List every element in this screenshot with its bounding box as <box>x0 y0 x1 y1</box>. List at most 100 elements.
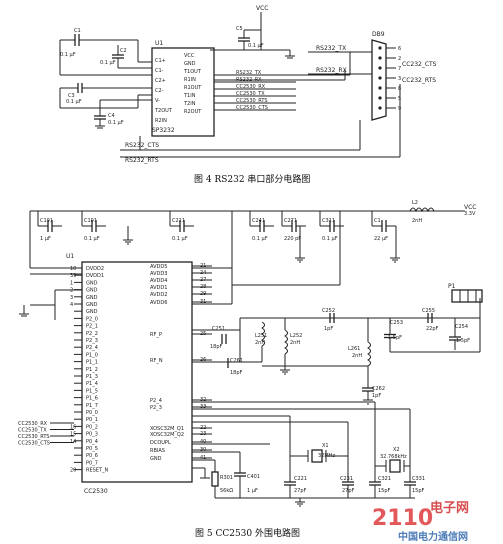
rf-ref: L251 <box>255 333 267 339</box>
fig4-c3-value: 0.1 μF <box>66 99 82 105</box>
fig4-c3-label: C3 <box>68 93 75 99</box>
fig5-pin-number: 16 <box>70 424 76 430</box>
fig5-left-pin-labels: DVDD210DVDD139GND1GND2GND3GND4GNDP2_0P2_… <box>18 266 109 474</box>
fig4-net-tx: RS232_TX <box>316 45 346 52</box>
bottom-value: 15pF <box>378 488 391 494</box>
fig5-pin-right: AVDD5 <box>150 264 167 270</box>
fig5-pin-right: RF_N <box>150 358 163 364</box>
rf-value: 1pF <box>324 326 333 332</box>
fig5-ic-name: CC2530 <box>84 488 108 495</box>
fig5-pin-right: P2_4 <box>150 398 162 404</box>
cap-value: 0.1 μF <box>172 236 188 242</box>
cap-value: 0.1 μF <box>84 236 100 242</box>
fig4-db9-label: DB9 <box>372 31 385 38</box>
bottom-ref: C331 <box>412 476 425 482</box>
fig4-net-label: RS232_TX <box>236 70 262 76</box>
fig4-c2-label: C2 <box>120 48 127 54</box>
l251-inductor <box>261 321 265 347</box>
fig5-pin-left: P0_0 <box>86 410 98 416</box>
fig4-net-label: CC2530_TX <box>236 91 265 97</box>
fig5-x2-label: X2 <box>393 447 400 453</box>
cap-ref: C1 <box>374 218 381 224</box>
fig5-pin-right: GND <box>150 456 162 462</box>
fig4-pin-right: R2OUT <box>184 109 202 115</box>
db9-pin-number: 8 <box>398 86 401 92</box>
db9-pin <box>378 66 382 70</box>
bottom-ref: C401 <box>247 474 260 480</box>
fig4-ic-ref: U1 <box>155 40 163 47</box>
cap-value: 0.1 μF <box>252 236 268 242</box>
fig5-rf-components: C25118pFC26118pFL2512nHL2522nHC2521pFL26… <box>210 308 481 405</box>
fig4-c5-label: C5 <box>236 26 243 32</box>
rf-ref: C254 <box>455 324 468 330</box>
fig5-pin-number: 3 <box>70 295 73 301</box>
db9-pin-number: 5 <box>398 96 401 102</box>
db9-pin-number: 3 <box>398 76 401 82</box>
bottom-ref: C321 <box>378 476 391 482</box>
fig5-pin-left: P1_6 <box>86 396 98 402</box>
rf-ref: C251 <box>212 326 225 332</box>
fig5-pin-left: P1_2 <box>86 367 98 373</box>
fig4-c1-label: C1 <box>74 28 81 34</box>
db9-pin <box>378 56 382 60</box>
bottom-value: 56kΩ <box>220 488 233 494</box>
fig4-pin-left: C1- <box>155 68 164 74</box>
fig5-pin-left: P1_5 <box>86 388 98 394</box>
fig4-pin-left: C1+ <box>155 58 166 64</box>
fig4-pin-right: VCC <box>184 53 195 59</box>
db9-connector <box>371 39 387 121</box>
fig4-pin-left: R2IN <box>155 118 167 124</box>
fig5-pin-right: XOSC32M_Q2 <box>150 432 184 438</box>
fig5-net-label: CC2530_RX <box>18 421 48 427</box>
fig4-vcc-label: VCC <box>256 5 268 12</box>
fig5-vcc-voltage: 3.3V <box>464 211 476 217</box>
db9-pin <box>378 76 382 80</box>
db9-pin-number: 2 <box>398 56 401 62</box>
cap-value: 220 pF <box>284 236 301 242</box>
rf-value: 2nH <box>290 340 300 346</box>
fig5-pin-left: P2_3 <box>86 338 98 344</box>
cc2530-ic <box>81 261 193 483</box>
fig4-net-rts-bottom: RS232_RTS <box>125 157 159 164</box>
l252-inductor <box>284 329 288 355</box>
rf-ref: C261 <box>230 358 243 364</box>
rf-value: 22pF <box>426 326 439 332</box>
sp3232-ic <box>151 47 215 137</box>
db9-pin <box>378 106 382 110</box>
l2-inductor <box>409 207 435 213</box>
fig4-pin-left: V- <box>155 98 160 104</box>
fig5-pin-left: P1_4 <box>86 381 98 387</box>
fig4-c1-value: 0.1 μF <box>60 52 76 58</box>
fig5-pin-right: AVDD4 <box>150 278 167 284</box>
fig5-pin-left: P0_5 <box>86 446 98 452</box>
rf-value: 1.5pF <box>388 335 402 341</box>
fig5-pin-left: P0_6 <box>86 453 98 459</box>
rf-ref: C262 <box>372 386 385 392</box>
fig4-c4-label: C4 <box>108 113 115 119</box>
db9-pin <box>378 86 382 90</box>
l261-inductor <box>367 341 371 367</box>
fig5-pin-left: RESET_N <box>86 468 109 474</box>
fig5-pin-right: RBIAS <box>150 448 165 454</box>
rf-value: 18pF <box>210 344 223 350</box>
crystal-x2 <box>389 459 401 473</box>
cap-ref: C191 <box>40 218 53 224</box>
rf-ref: L252 <box>290 333 302 339</box>
fig4-net-cts-bottom: RS232_CTS <box>125 142 159 149</box>
fig4-ic-name: SP3232 <box>152 127 175 134</box>
fig4-net-label: CC2530_CTS <box>236 105 268 111</box>
fig4-net-label: CC2530_RX <box>236 84 266 90</box>
db9-pin <box>378 46 382 50</box>
fig4-pin-left: T2OUT <box>154 108 173 114</box>
fig5-pin-right: XOSC32M_Q1 <box>150 426 184 432</box>
antenna-connector <box>451 289 483 303</box>
cap-ref: C211 <box>172 218 185 224</box>
bottom-ref: C221 <box>294 476 307 482</box>
fig4-c4-value: 0.1 μF <box>108 120 124 126</box>
fig5-pin-right: AVDD2 <box>150 292 167 298</box>
bottom-ref: R301 <box>220 475 233 481</box>
